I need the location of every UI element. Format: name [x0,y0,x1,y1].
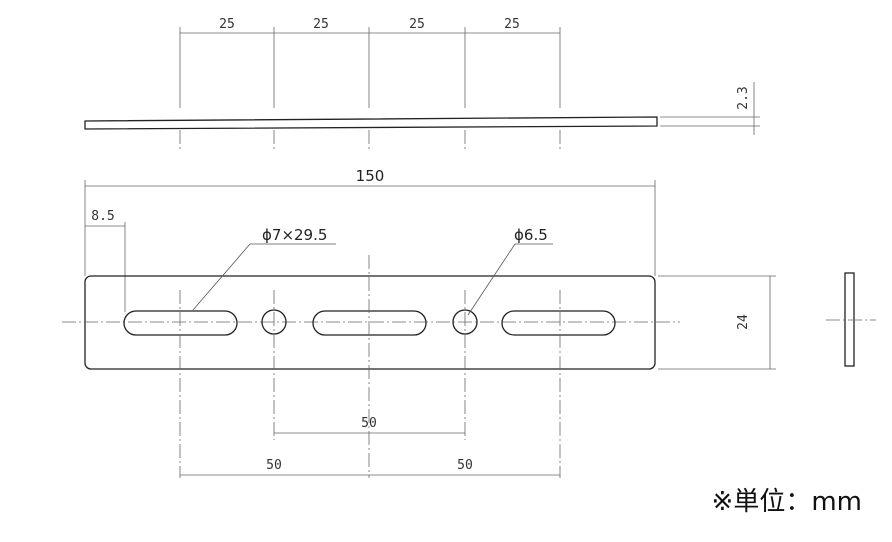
unit-note: ※単位：mm [712,487,862,517]
pitch-label: 25 [219,17,235,32]
plate-outline [84,275,656,370]
edge-offset-label: 8.5 [91,209,114,224]
side-view [826,272,876,367]
thickness-label: 2.3 [736,86,751,109]
plate-edge-outline [84,116,658,130]
width-label: 24 [736,314,751,330]
pitch-label: 25 [409,17,425,32]
hole-callout: ϕ6.5 [514,226,548,244]
overall-length-label: 150 [356,167,385,185]
side-view-outline [844,272,855,367]
top-view: 25 25 25 25 2.3 [84,17,760,150]
slot-spacing-label: 50 [457,458,473,473]
slot [312,310,427,336]
slot-callout-leader [192,243,336,311]
slot [123,310,238,336]
pitch-label: 25 [313,17,329,32]
pitch-label: 25 [504,17,520,32]
slot [501,310,616,336]
hole-spacing-label: 50 [361,416,377,431]
slot-spacing-label: 50 [266,458,282,473]
slot-callout: ϕ7×29.5 [262,226,327,244]
front-view: 150 8.5 ϕ7×29.5 ϕ6.5 24 [62,167,776,478]
hole-callout-leader [467,243,553,316]
